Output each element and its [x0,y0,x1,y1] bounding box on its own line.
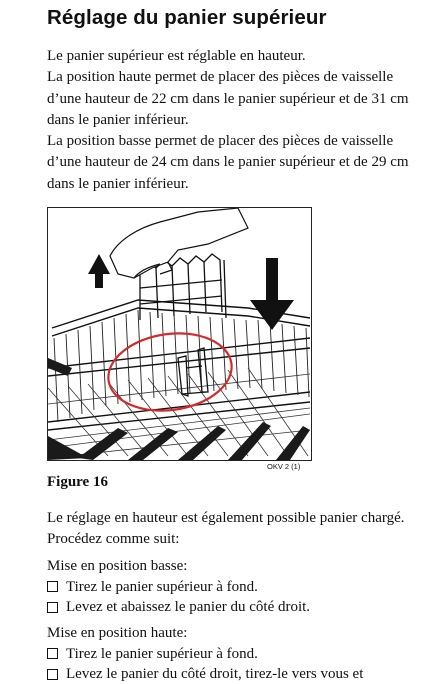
basket-wires [53,309,310,423]
step-item: Tirez le panier supérieur à fond. [47,644,444,665]
intro-line: d’une hauteur de 22 cm dans le panier su… [47,90,409,107]
figure-caption: Figure 16 [47,474,108,490]
step-text: Tirez le panier supérieur à fond. [66,645,258,662]
intro-line: La position basse permet de placer des p… [47,133,394,150]
instructions-line: Le réglage en hauteur est également poss… [47,510,405,526]
checkbox-icon [47,668,58,680]
step-text: Levez et abaissez le panier du côté droi… [66,599,311,615]
step-text: Levez le panier du côté droit, tirez-le … [66,666,364,682]
section-title: Réglage du panier supérieur [47,6,327,29]
intro-paragraph: Le panier supérieur est réglable en haut… [47,46,444,195]
figure-code: OKV 2 (1) [267,462,301,471]
step-item: Tirez le panier supérieur à fond. [47,577,444,598]
upper-position-block: Mise en position haute: Tirez le panier … [47,623,444,684]
step-text: Tirez le panier supérieur à fond. [66,578,258,595]
instructions-line: Procédez comme suit: [47,530,180,547]
basket-floor [48,367,311,459]
instructions-intro: Le réglage en hauteur est également poss… [47,508,444,549]
lower-position-block: Mise en position basse: Tirez le panier … [47,556,444,618]
intro-line: dans le panier inférieur. [47,111,189,128]
intro-line: Le panier supérieur est réglable en haut… [47,48,306,64]
up-arrow-icon [88,254,110,288]
down-arrow-icon [250,258,294,330]
plate-rows [48,358,310,460]
upper-position-heading: Mise en position haute: [47,625,188,641]
checkbox-icon [47,581,58,593]
latch-mechanism [177,347,209,397]
hand-drawing [109,208,249,279]
basket-illustration [47,207,312,461]
step-item: Levez le panier du côté droit, tirez-le … [47,664,444,684]
checkbox-icon [47,648,58,660]
lower-position-heading: Mise en position basse: [47,558,188,574]
checkbox-icon [47,601,58,613]
step-item: Levez et abaissez le panier du côté droi… [47,597,444,618]
intro-line: La position haute permet de placer des p… [47,69,394,86]
basket-drawing [48,208,311,460]
highlight-circle [107,332,233,412]
intro-line: dans le panier inférieur. [47,175,189,192]
intro-line: d’une hauteur de 24 cm dans le panier su… [47,154,409,171]
